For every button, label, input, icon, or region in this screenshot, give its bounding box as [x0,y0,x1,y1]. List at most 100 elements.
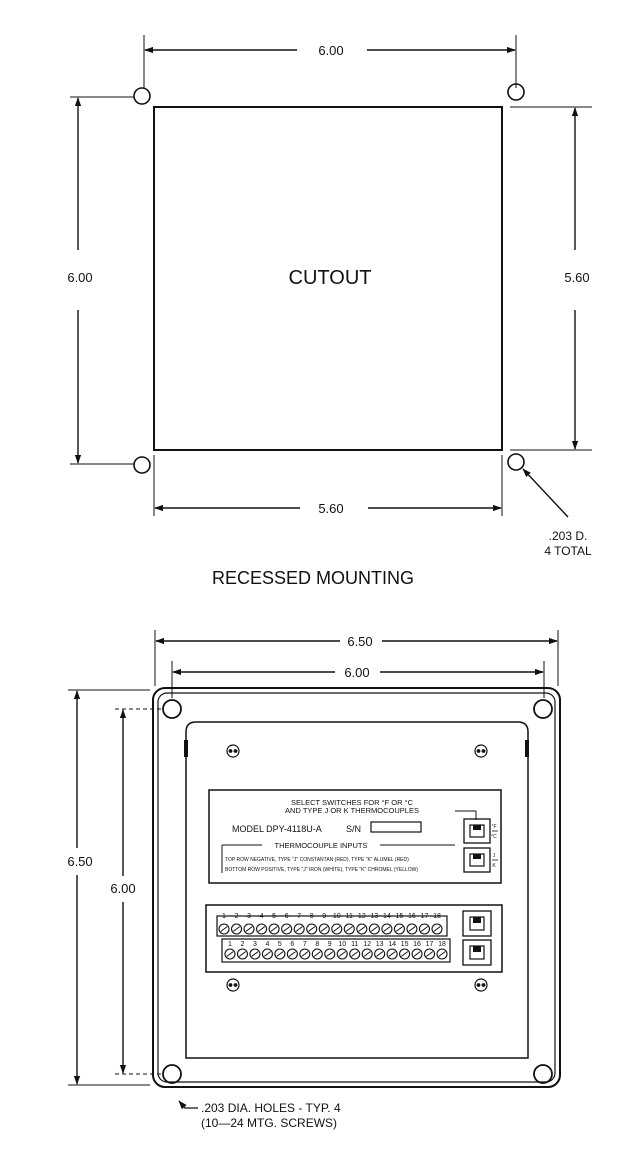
terminal-screw-slot [288,951,296,957]
rear-hole-note-line2: (10—24 MTG. SCREWS) [201,1116,337,1130]
terminal-screw-top [393,923,405,935]
terminal-screw-top [243,923,255,935]
terminal-screw-bottom [224,948,236,960]
terminal-screw-bottom [261,948,273,960]
dim-outer-height: 6.50 [67,854,92,869]
plate-screw [474,978,488,992]
terminal-screw-slot [258,926,266,932]
terminal-screw-top [230,923,243,935]
dim-hole-spacing-height: 6.00 [110,881,135,896]
terminal-screw-bottom [299,948,311,960]
terminal-number: 6 [285,913,289,920]
terminal-screw-top [293,923,305,935]
hole-leader [178,1100,198,1110]
terminal-screw-slot [438,951,446,957]
terminal-screw-slot [263,951,271,957]
terminal-screw-slot [420,926,428,932]
terminal-screw-slot [338,951,346,957]
terminal-number: 12 [363,941,371,948]
terminal-screw-bottom [411,948,423,960]
cutout-label: CUTOUT [289,267,372,289]
terminal-screw-slot [363,951,371,957]
plate-screw [226,744,240,758]
hole-leader [522,468,569,518]
terminal-screw-top [418,923,431,935]
terminal-screw-bottom [386,948,398,960]
terminal-screw-bottom [324,948,336,960]
inner-bezel [157,692,556,1083]
terminal-number: 18 [433,913,441,920]
terminal-number: 7 [303,941,307,948]
terminal-screw-bottom [336,948,348,960]
terminal-screw-slot [270,926,278,932]
terminal-screw-slot [433,926,441,932]
terminal-screw-slot [333,926,341,932]
terminal-screw-slot [426,951,434,957]
terminal-number: 16 [413,941,421,948]
select-switches-line2: AND TYPE J OR K THERMOCOUPLES [285,806,419,815]
select-switches-line1: SELECT SWITCHES FOR °F OR °C [291,798,414,807]
terminal-screw-slot [245,926,253,932]
rear-hole-note-line1: .203 DIA. HOLES - TYP. 4 [201,1101,341,1115]
thermocouple-inputs-title: THERMOCOUPLE INPUTS [275,841,368,850]
terminal-screw-slot [276,951,284,957]
dim-right-height: 5.60 [564,270,589,285]
terminal-screw-top [256,923,268,935]
switch2-bottom-label: K [492,863,496,869]
plate-screw [226,978,240,992]
terminal-number: 13 [370,913,378,920]
terminal-number: 15 [396,913,404,920]
terminal-number: 4 [265,941,269,948]
terminal-number: 3 [253,941,257,948]
label-plate [208,789,502,884]
terminal-screw-slot [295,926,303,932]
hole-note-line1: .203 D. [549,529,588,543]
terminal-screw-slot [283,926,291,932]
terminal-number: 2 [241,941,245,948]
terminal-screw-slot [358,926,366,932]
outer-bezel [152,687,561,1088]
dim-bottom-width: 5.60 [318,501,343,516]
rear-panel-diagram [68,630,561,1110]
terminal-screw-bottom [399,948,411,960]
terminal-screw-slot [308,926,316,932]
terminal-screw-bottom [274,948,286,960]
terminal-screw-slot [401,951,409,957]
model-number: MODEL DPY-4118U-A [232,824,322,834]
terminal-screw-top [306,923,318,935]
dip-switch-f-c [463,818,491,844]
terminal-number: 2 [235,913,239,920]
mounting-hole [162,1064,182,1084]
dim-top-width: 6.00 [318,43,343,58]
terminal-screw-top [268,923,280,935]
terminal-screw-bottom [286,948,298,960]
terminal-screw-bottom [349,948,361,960]
terminal-number: 9 [328,941,332,948]
terminal-screw-slot [383,926,391,932]
terminal-number: 5 [272,913,276,920]
terminal-screw-bottom [374,948,386,960]
hole-note-line2: 4 TOTAL [544,544,592,558]
terminal-screw-slot [370,926,378,932]
terminal-screw-slot [376,951,384,957]
rear-plate [185,721,529,1059]
terminal-screw-top [368,923,380,935]
terminal-screw-slot [388,951,396,957]
terminal-screw-slot [413,951,421,957]
top-row-note: TOP ROW NEGATIVE, TYPE "J" CONSTANTAN (R… [225,857,409,863]
block-switch [462,910,492,937]
cutout-rect [153,106,503,451]
terminal-screw-top [318,923,330,935]
terminal-screw-slot [326,951,334,957]
mounting-hole [507,83,525,101]
terminal-number: 16 [408,913,416,920]
terminal-screw-slot [313,951,321,957]
terminal-screw-bottom [361,948,373,960]
terminal-screw-top [218,923,230,935]
mounting-hole [533,699,553,719]
mounting-hole [133,456,151,474]
terminal-number: 6 [290,941,294,948]
